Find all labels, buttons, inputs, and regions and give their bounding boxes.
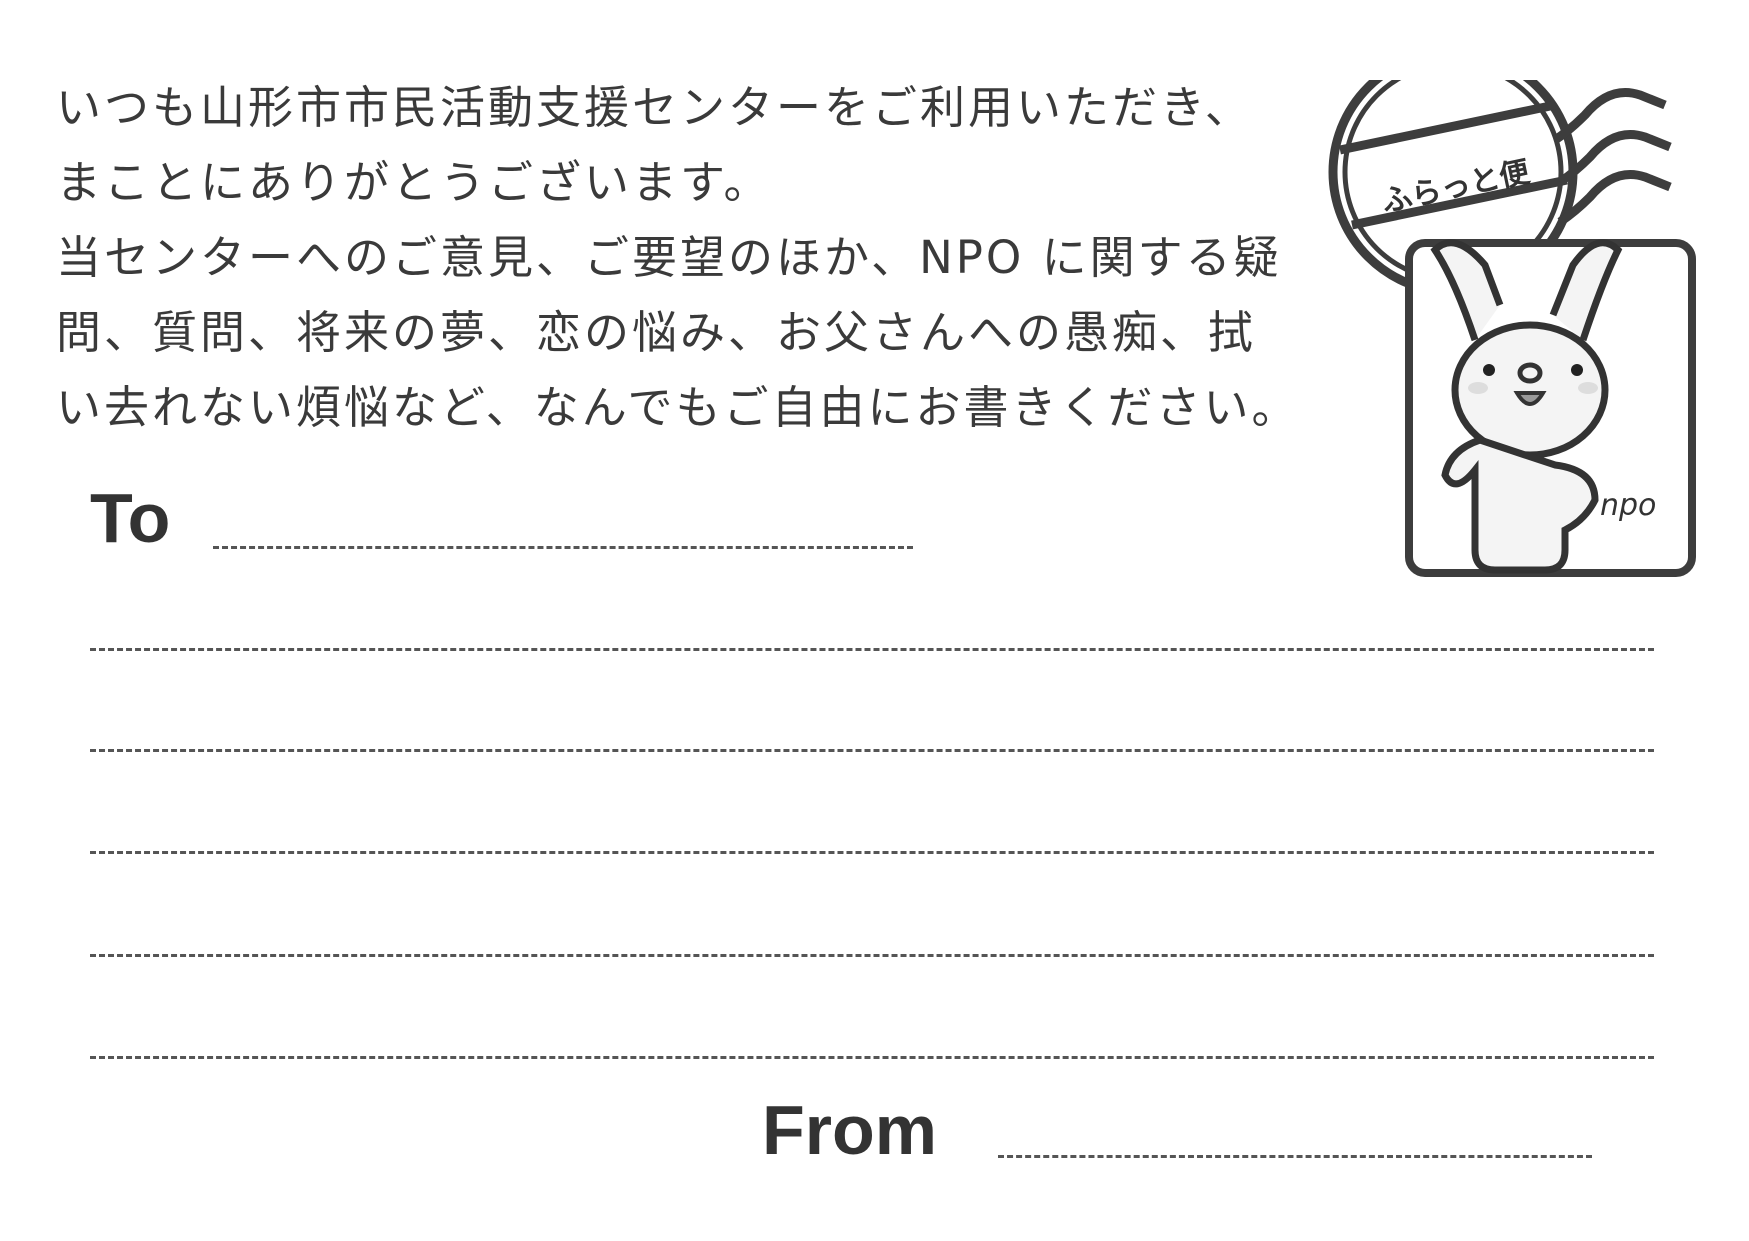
postmark-text: ふらっと便: [1379, 154, 1534, 220]
intro-line: いつも山形市市民活動支援センターをご利用いただき、: [56, 81, 1253, 134]
message-line-1[interactable]: [90, 648, 1654, 651]
message-line-2[interactable]: [90, 749, 1654, 752]
postmark-stamp-illustration: ふらっと便 npo: [1328, 80, 1696, 577]
intro-message: いつも山形市市民活動支援センターをご利用いただき、 まことにありがとうございます…: [56, 80, 1346, 455]
from-sender-line[interactable]: [998, 1155, 1592, 1158]
message-line-5[interactable]: [90, 1056, 1654, 1059]
to-label: To: [90, 479, 171, 557]
intro-line: 当センターへのご意見、ご要望のほか、NPO に関する疑: [56, 231, 1282, 284]
intro-line: い去れない煩悩など、なんでもご自由にお書きください。: [56, 381, 1300, 434]
message-line-3[interactable]: [90, 851, 1654, 854]
intro-line: 問、質問、将来の夢、恋の悩み、お父さんへの愚痴、拭: [56, 306, 1257, 359]
intro-line: まことにありがとうございます。: [56, 156, 772, 209]
from-label: From: [762, 1091, 937, 1169]
message-line-4[interactable]: [90, 954, 1654, 957]
to-recipient-line[interactable]: [213, 546, 913, 549]
rabbit-mascot-icon: [1430, 239, 1623, 574]
mascot-signature: npo: [1600, 488, 1656, 523]
